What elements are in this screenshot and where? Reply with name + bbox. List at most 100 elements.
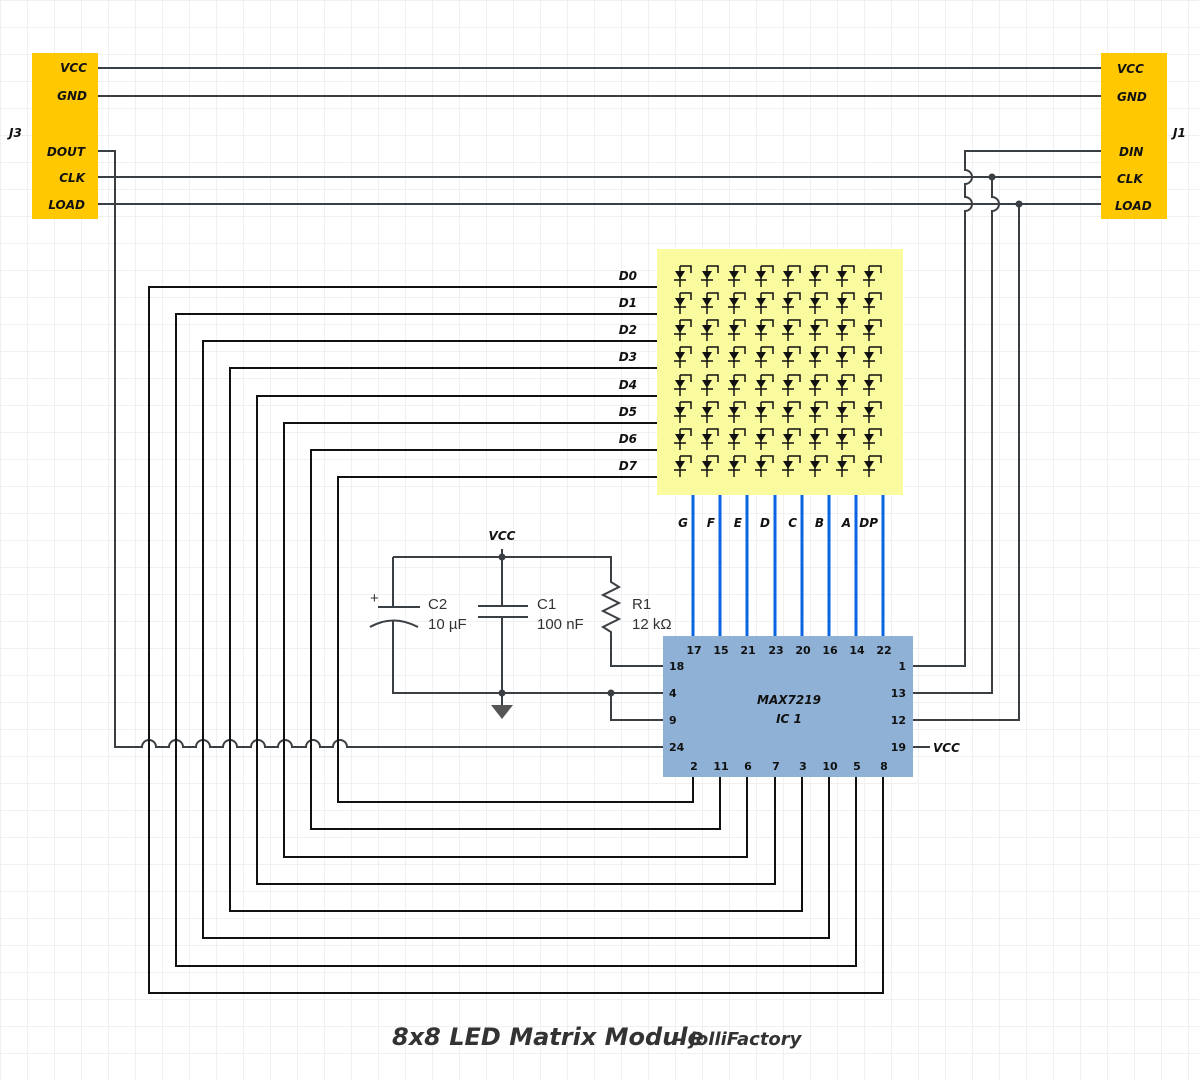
led-triangle bbox=[729, 434, 739, 442]
led-triangle bbox=[783, 434, 793, 442]
connector-j1 bbox=[1101, 53, 1167, 219]
passives-vcc-label: VCC bbox=[489, 529, 516, 543]
led-diode bbox=[863, 374, 882, 396]
led-diode bbox=[728, 374, 746, 396]
led-diode bbox=[728, 346, 746, 368]
led-triangle bbox=[864, 298, 874, 306]
led-triangle bbox=[783, 271, 793, 279]
ground-icon bbox=[491, 705, 513, 719]
ic-pin-left: 24 bbox=[669, 741, 685, 754]
led-triangle bbox=[675, 298, 685, 306]
row-label: D1 bbox=[619, 296, 637, 310]
led-diode bbox=[809, 401, 828, 423]
led-triangle bbox=[756, 434, 766, 442]
led-diode bbox=[701, 265, 719, 287]
led-triangle bbox=[729, 325, 739, 333]
led-diode bbox=[674, 401, 692, 423]
row-label: D2 bbox=[619, 323, 637, 337]
ic-pin-bottom: 8 bbox=[880, 760, 888, 773]
wire-dout bbox=[98, 150, 663, 748]
ic-pin-bottom: 2 bbox=[690, 760, 698, 773]
led-triangle bbox=[810, 352, 820, 360]
led-triangle bbox=[702, 380, 712, 388]
row-label: D0 bbox=[619, 269, 637, 283]
led-triangle bbox=[837, 271, 847, 279]
ic-max7219 bbox=[663, 636, 913, 777]
led-triangle bbox=[756, 271, 766, 279]
ic-pin-bottom: 3 bbox=[799, 760, 807, 773]
led-diode bbox=[809, 319, 828, 341]
row-wire-D5 bbox=[283, 422, 875, 858]
led-diode bbox=[809, 374, 828, 396]
column-label: E bbox=[734, 516, 743, 530]
led-diode bbox=[728, 319, 746, 341]
wire-caps bbox=[378, 557, 663, 721]
connector-j3 bbox=[32, 53, 98, 219]
led-triangle bbox=[864, 325, 874, 333]
led-triangle bbox=[864, 271, 874, 279]
led-triangle bbox=[783, 325, 793, 333]
led-diode bbox=[755, 455, 774, 477]
wire-load-ic bbox=[913, 204, 1020, 721]
led-diode bbox=[863, 319, 882, 341]
led-diode bbox=[782, 265, 801, 287]
j1-pin-vcc: VCC bbox=[1117, 62, 1144, 76]
led-triangle bbox=[756, 461, 766, 469]
row-wire-D0 bbox=[148, 286, 884, 994]
led-diode bbox=[728, 428, 746, 450]
led-diode bbox=[863, 265, 882, 287]
led-triangle bbox=[702, 461, 712, 469]
ic-pin-right: 1 bbox=[898, 660, 906, 673]
led-triangle bbox=[675, 325, 685, 333]
led-triangle bbox=[783, 352, 793, 360]
row-label: D4 bbox=[619, 378, 637, 392]
row-wire-D7 bbox=[337, 476, 875, 803]
row-wire-D3 bbox=[229, 367, 875, 912]
led-diode bbox=[863, 346, 882, 368]
ic-pin-right: 12 bbox=[891, 714, 906, 727]
led-triangle bbox=[729, 271, 739, 279]
led-triangle bbox=[837, 352, 847, 360]
led-triangle bbox=[729, 461, 739, 469]
row-wire-D2 bbox=[202, 340, 875, 939]
led-diode bbox=[863, 428, 882, 450]
led-diode bbox=[836, 374, 855, 396]
led-triangle bbox=[810, 407, 820, 415]
led-triangle bbox=[864, 434, 874, 442]
c1-ref: C1 bbox=[537, 596, 556, 613]
led-triangle bbox=[783, 407, 793, 415]
j3-pin-gnd: GND bbox=[57, 89, 87, 103]
column-label: D bbox=[760, 516, 770, 530]
led-diode bbox=[674, 265, 692, 287]
j1-label: J1 bbox=[1171, 126, 1186, 140]
r1-ref: R1 bbox=[632, 596, 651, 613]
led-diode bbox=[701, 374, 719, 396]
ic-vcc-label: VCC bbox=[933, 741, 960, 755]
led-diode bbox=[809, 346, 828, 368]
j3-pin-dout: DOUT bbox=[47, 145, 86, 159]
led-diode bbox=[809, 265, 828, 287]
led-diode bbox=[782, 428, 801, 450]
c1-value: 100 nF bbox=[537, 616, 584, 633]
led-triangle bbox=[837, 407, 847, 415]
led-diode bbox=[863, 401, 882, 423]
ic-pin-top: 21 bbox=[740, 644, 755, 657]
led-triangle bbox=[810, 434, 820, 442]
ic-pin-bottom: 6 bbox=[744, 760, 752, 773]
led-triangle bbox=[810, 325, 820, 333]
led-triangle bbox=[675, 461, 685, 469]
led-diode bbox=[836, 265, 855, 287]
led-triangle bbox=[729, 352, 739, 360]
led-diode bbox=[782, 346, 801, 368]
led-diode bbox=[674, 319, 692, 341]
ic-pin-right: 19 bbox=[891, 741, 906, 754]
led-diode bbox=[836, 401, 855, 423]
led-triangle bbox=[810, 271, 820, 279]
column-label: G bbox=[678, 516, 688, 530]
led-diode bbox=[782, 319, 801, 341]
led-triangle bbox=[702, 298, 712, 306]
led-diode bbox=[674, 455, 692, 477]
led-triangle bbox=[675, 407, 685, 415]
j1-pin-clk: CLK bbox=[1117, 172, 1144, 186]
